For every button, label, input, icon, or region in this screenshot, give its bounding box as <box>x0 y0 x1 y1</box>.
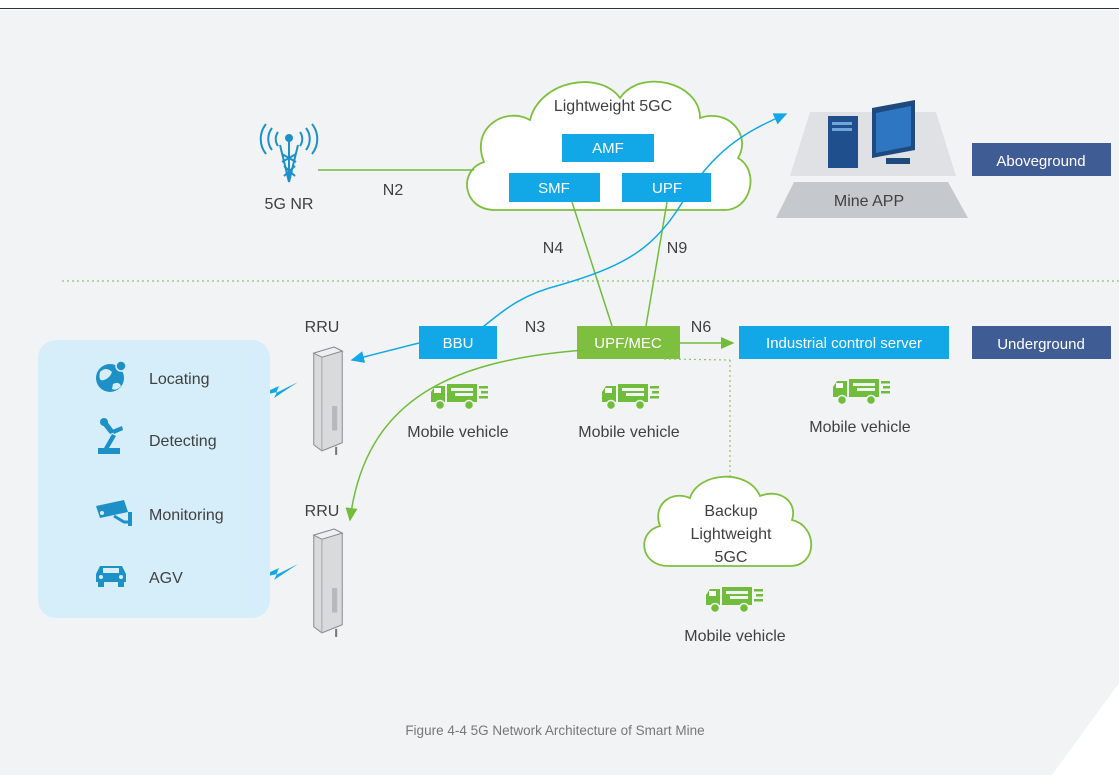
amf-label: AMF <box>592 140 624 157</box>
bbu-rru-link <box>350 342 420 363</box>
ics-label: Industrial control server <box>766 335 922 352</box>
amf-box: AMF <box>562 134 654 162</box>
rru-top-label: RRU <box>305 319 340 336</box>
aboveground-label: Aboveground <box>996 153 1085 170</box>
rru-bottom-icon <box>312 527 344 639</box>
core-title: Lightweight 5GC <box>554 98 672 115</box>
vehicle-label-bbu: Mobile vehicle <box>407 424 508 441</box>
industrial-server-box: Industrial control server <box>739 326 949 359</box>
aboveground-badge: Aboveground <box>972 143 1111 176</box>
car-icon <box>96 566 126 587</box>
backup-cloud <box>643 475 813 567</box>
cctv-camera-icon <box>96 500 132 526</box>
upf-mec-box: UPF/MEC <box>577 326 680 359</box>
smf-box: SMF <box>509 173 600 202</box>
vehicle-label-server: Mobile vehicle <box>809 419 910 436</box>
device-label-agv: AGV <box>149 570 183 587</box>
app-label: Mine APP <box>834 193 904 210</box>
truck-icon <box>430 383 489 411</box>
n3-label: N3 <box>525 319 546 336</box>
bbu-box: BBU <box>419 326 497 359</box>
truck-icon <box>832 378 891 406</box>
rru-bottom-label: RRU <box>305 503 340 520</box>
backup-line3: 5GC <box>715 549 748 566</box>
upf-mec-label: UPF/MEC <box>594 335 662 352</box>
truck-icon <box>705 586 764 614</box>
mec-rru-link <box>345 349 586 522</box>
vehicle-label-backup: Mobile vehicle <box>684 628 785 645</box>
underground-badge: Underground <box>972 326 1111 359</box>
device-panel <box>38 340 270 618</box>
upf-label: UPF <box>652 180 682 197</box>
robot-arm-icon <box>98 418 123 454</box>
backup-link-h <box>663 358 731 361</box>
n4-label: N4 <box>543 240 564 257</box>
upf-box: UPF <box>622 173 711 202</box>
truck-icon <box>601 383 660 411</box>
vehicle-label-mec: Mobile vehicle <box>578 424 679 441</box>
n6-label: N6 <box>691 319 712 336</box>
top-rule <box>0 8 1119 9</box>
underground-label: Underground <box>997 336 1085 353</box>
n9-link <box>645 201 668 327</box>
n2-label: N2 <box>383 182 404 199</box>
n9-label: N9 <box>667 240 688 257</box>
device-label-detecting: Detecting <box>149 433 217 450</box>
n4-link <box>571 201 613 327</box>
computer-icon <box>776 100 968 218</box>
data-path-to-app <box>455 113 788 344</box>
globe-pin-icon <box>96 360 127 392</box>
backup-line2: Lightweight <box>691 526 773 543</box>
device-label-monitoring: Monitoring <box>149 507 224 524</box>
tower-label: 5G NR <box>265 196 314 213</box>
rru-top-icon <box>312 345 344 457</box>
device-label-locating: Locating <box>149 371 210 388</box>
backup-line1: Backup <box>704 503 757 520</box>
bbu-label: BBU <box>443 335 474 352</box>
antenna-tower-icon <box>259 123 319 183</box>
smf-label: SMF <box>538 180 570 197</box>
figure-caption: Figure 4-4 5G Network Architecture of Sm… <box>405 723 704 738</box>
